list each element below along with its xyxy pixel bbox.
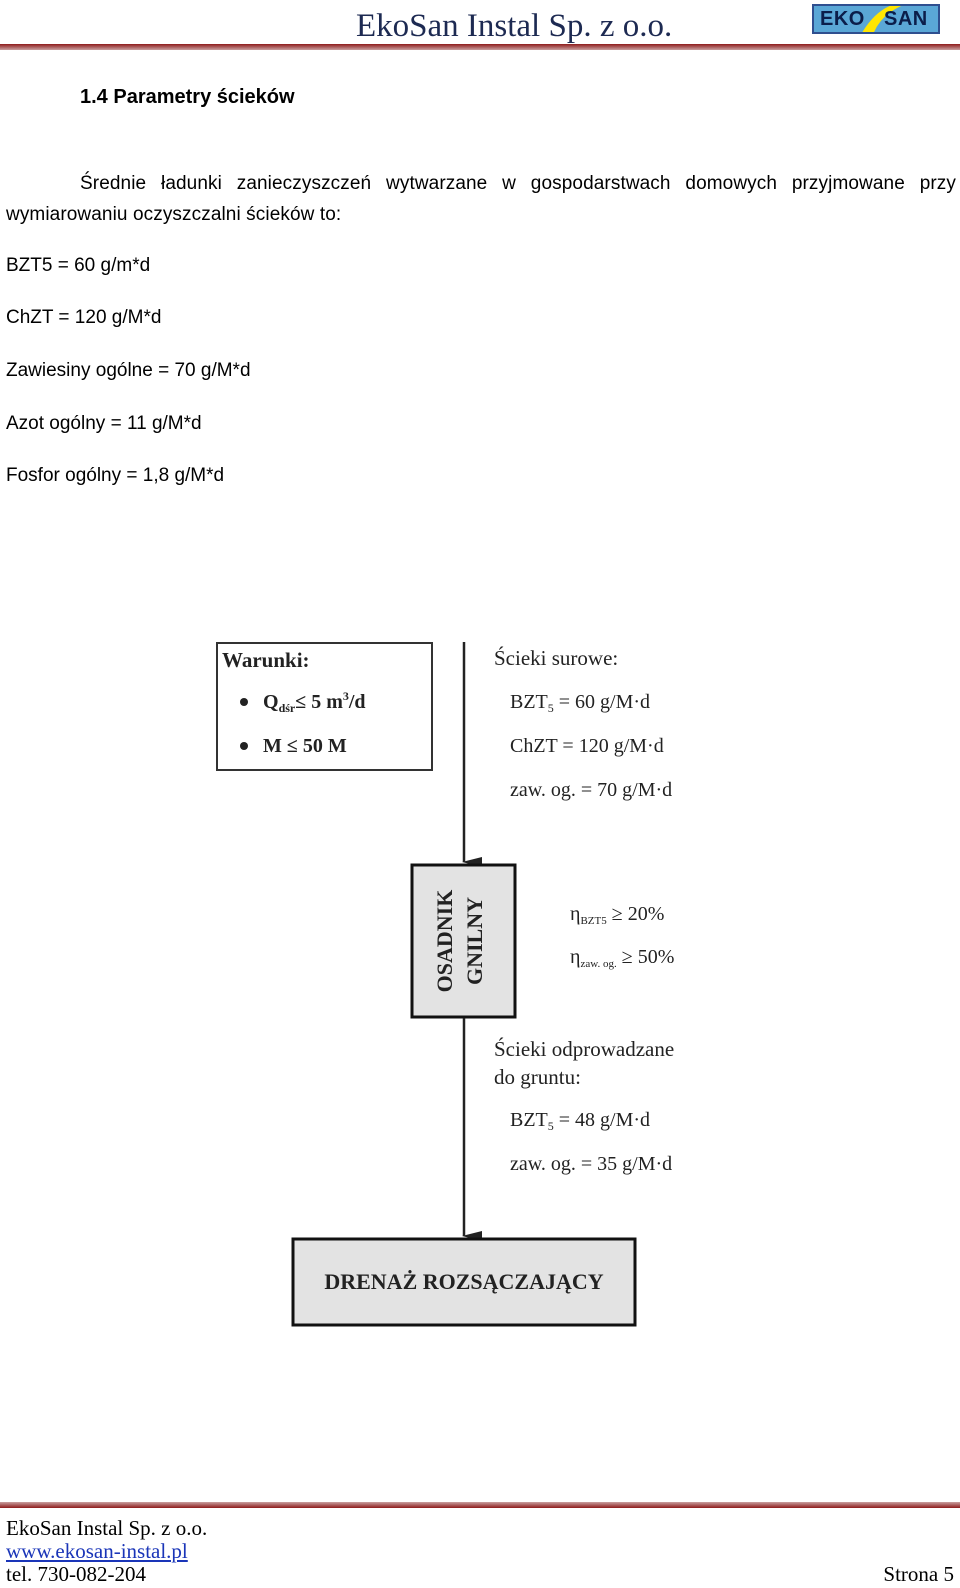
drainage-box bbox=[291, 1237, 637, 1327]
section-heading: 1.4 Parametry ścieków bbox=[80, 86, 295, 108]
outflow-title-2: do gruntu: bbox=[494, 1065, 581, 1089]
company-logo: EKO SAN bbox=[812, 4, 940, 34]
bullet-icon bbox=[240, 698, 248, 706]
raw-bzt5: BZT5 = 60 g/M·d bbox=[510, 691, 650, 715]
footer-phone: tel. 730-082-204 bbox=[6, 1562, 146, 1586]
page-number: Strona 5 bbox=[883, 1562, 954, 1586]
param-total-nitrogen: Azot ogólny = 11 g/M*d bbox=[6, 413, 202, 434]
header-company-name: EkoSan Instal Sp. z o.o. bbox=[356, 8, 673, 44]
logo-text-eko: EKO bbox=[820, 8, 865, 30]
raw-suspended: zaw. og. = 70 g/M·d bbox=[510, 779, 672, 801]
param-total-phosphorus: Fosfor ogólny = 1,8 g/M*d bbox=[6, 465, 225, 486]
outflow-bzt5: BZT5 = 48 g/M·d bbox=[510, 1109, 650, 1133]
septic-tank-label-2: GNILNY bbox=[462, 897, 487, 985]
septic-tank-label-1: OSADNIK bbox=[432, 890, 457, 993]
header-divider bbox=[0, 44, 960, 50]
efficiency-suspended: ηzaw. og. ≥ 50% bbox=[570, 946, 674, 970]
conditions-box bbox=[216, 642, 433, 771]
param-suspended-solids: Zawiesiny ogólne = 70 g/M*d bbox=[6, 360, 251, 381]
raw-wastewater-title: Ścieki surowe: bbox=[494, 646, 618, 670]
condition-population: M ≤ 50 M bbox=[263, 735, 347, 757]
param-chzt: ChZT = 120 g/M*d bbox=[6, 307, 162, 328]
outflow-suspended: zaw. og. = 35 g/M·d bbox=[510, 1153, 672, 1175]
param-bzt5: BZT5 = 60 g/m*d bbox=[6, 255, 151, 276]
intro-paragraph: Średnie ładunki zanieczyszczeń wytwarzan… bbox=[6, 173, 956, 225]
bullet-icon bbox=[240, 742, 248, 750]
footer-company-name: EkoSan Instal Sp. z o.o. bbox=[6, 1516, 208, 1540]
drainage-label: DRENAŻ ROZSĄCZAJĄCY bbox=[324, 1269, 603, 1294]
conditions-title: Warunki: bbox=[222, 648, 310, 672]
treatment-flow-diagram: Warunki: Qdśr≤ 5 m3/d M ≤ 50 M Ścieki su… bbox=[216, 642, 674, 1327]
efficiency-bzt5: ηBZT5 ≥ 20% bbox=[570, 903, 664, 927]
logo-swoosh-icon bbox=[862, 6, 902, 32]
footer-divider bbox=[0, 1502, 960, 1508]
outflow-title-1: Ścieki odprowadzane bbox=[494, 1037, 674, 1061]
condition-flow: Qdśr≤ 5 m3/d bbox=[263, 689, 366, 715]
footer-website-link[interactable]: www.ekosan-instal.pl bbox=[6, 1539, 188, 1563]
logo-text-san: SAN bbox=[884, 8, 928, 30]
septic-tank-box bbox=[410, 863, 517, 1019]
raw-chzt: ChZT = 120 g/M·d bbox=[510, 735, 664, 757]
